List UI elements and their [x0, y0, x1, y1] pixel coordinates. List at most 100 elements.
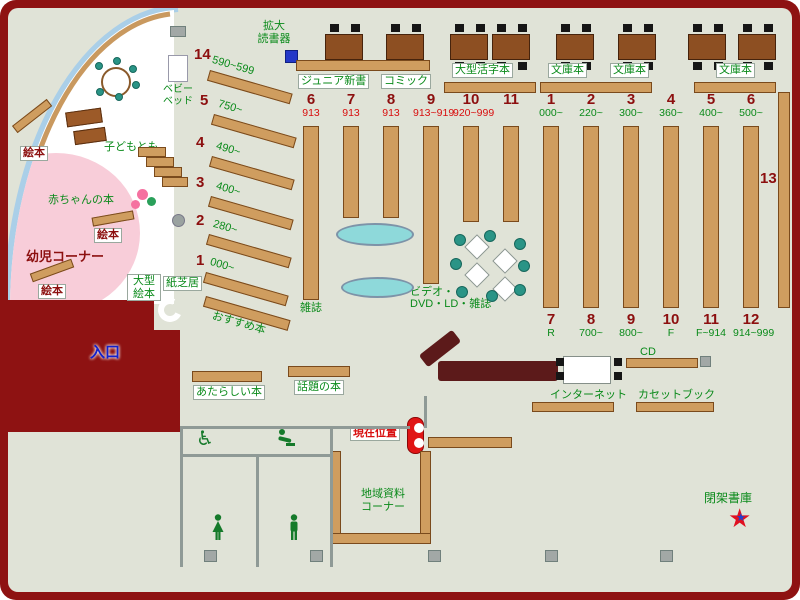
closed-stacks-star: ★ ★	[728, 505, 756, 533]
shelf-range: 920~999	[453, 106, 495, 119]
stool	[456, 286, 468, 298]
shelf-number: 2	[586, 91, 596, 108]
topical-books-shelf	[288, 366, 350, 377]
bookshelf	[423, 126, 439, 284]
shelf-number: 3	[196, 174, 205, 191]
bunko-label-1: 文庫本	[548, 63, 587, 78]
shelf-number: 7	[546, 311, 556, 328]
reading-table	[386, 24, 424, 70]
reading-table	[618, 24, 656, 70]
reading-table	[738, 24, 776, 70]
baby-bed-label: ベビー ベッド	[156, 84, 200, 107]
shelf-number-group: 11	[493, 92, 529, 108]
closed-stacks-label: 閉架書庫	[704, 491, 753, 505]
reading-table	[492, 24, 530, 70]
shelf-number: 12	[742, 311, 760, 328]
wall-line	[180, 426, 410, 429]
shelf-number: 7	[346, 91, 356, 108]
bookshelf	[583, 126, 599, 308]
pillar	[428, 550, 441, 562]
bookshelf	[532, 402, 614, 412]
junior-shinsho-label: ジュニア新書	[298, 74, 370, 89]
bookshelf	[663, 126, 679, 308]
stool	[454, 234, 466, 246]
stool	[518, 260, 530, 272]
bookshelf	[540, 82, 652, 93]
bench	[336, 223, 414, 246]
large-picture-books-label: 大型 絵本	[127, 274, 161, 302]
large-picture-line1: 大型	[133, 275, 155, 287]
pillar	[310, 550, 323, 562]
comic-label: コミック	[381, 74, 431, 89]
reading-table	[556, 24, 594, 70]
shelf-range: 913	[302, 106, 320, 119]
shelf-range: 300~	[619, 106, 643, 119]
bookshelf	[303, 126, 319, 300]
local-materials-line1: 地域資料	[361, 488, 405, 500]
baby-bed	[168, 55, 188, 82]
cassette-label: カセットブック	[638, 389, 715, 401]
bookshelf	[296, 60, 430, 71]
bunko-label-3: 文庫本	[716, 63, 755, 78]
internet-label: インターネット	[550, 389, 627, 401]
bunko-label-2: 文庫本	[610, 63, 649, 78]
stool	[484, 230, 496, 242]
bookshelf	[543, 126, 559, 308]
shelf-number: 6	[306, 91, 316, 108]
woman-icon	[212, 514, 224, 540]
shelf-range: 913	[382, 106, 400, 119]
topical-books-label: 話題の本	[294, 380, 344, 395]
kids-stool	[132, 81, 140, 89]
stool	[514, 284, 526, 296]
kids-cushion	[131, 200, 140, 209]
kids-stool	[129, 65, 137, 73]
shelf-range: 360~	[659, 106, 683, 119]
shelf-range: R	[547, 326, 555, 339]
shelf-number: 8	[386, 91, 396, 108]
internet-table	[563, 356, 611, 384]
video-label-line1: ビデオ・	[410, 286, 454, 298]
picture-books-label-3: 絵本	[38, 284, 66, 299]
local-materials-label: 地域資料 コーナー	[348, 488, 418, 513]
baby-books-label: 赤ちゃんの本	[48, 194, 114, 206]
picture-books-label-2: 絵本	[94, 228, 122, 243]
service-counter	[438, 361, 558, 381]
baby-changing-icon	[278, 429, 295, 446]
kids-step-shelf	[162, 177, 188, 187]
man-icon	[290, 514, 298, 540]
picture-books-label-1: 絵本	[20, 146, 48, 161]
kamishibai-label: 紙芝居	[163, 276, 202, 291]
kids-stool	[96, 88, 104, 96]
local-materials-line2: コーナー	[361, 500, 405, 513]
pillar	[170, 26, 186, 37]
magnifier-device	[285, 50, 298, 63]
shelf-number: 11	[503, 91, 519, 108]
bookshelf	[694, 82, 776, 93]
magnifier-label: 拡大 読書器	[250, 20, 298, 45]
toddler-corner-label: 幼児コーナー	[26, 249, 105, 264]
shelf-number: 5	[200, 92, 209, 109]
shelf-number-13: 13	[760, 170, 777, 187]
bookshelf	[703, 126, 719, 308]
shelf-number: 10	[662, 311, 680, 328]
shelf-number: 4	[196, 134, 205, 151]
kids-cushion	[137, 189, 148, 200]
shelf-range: 000~	[539, 106, 563, 119]
kids-step-shelf	[146, 157, 174, 167]
magnifier-line1: 拡大	[263, 20, 285, 32]
